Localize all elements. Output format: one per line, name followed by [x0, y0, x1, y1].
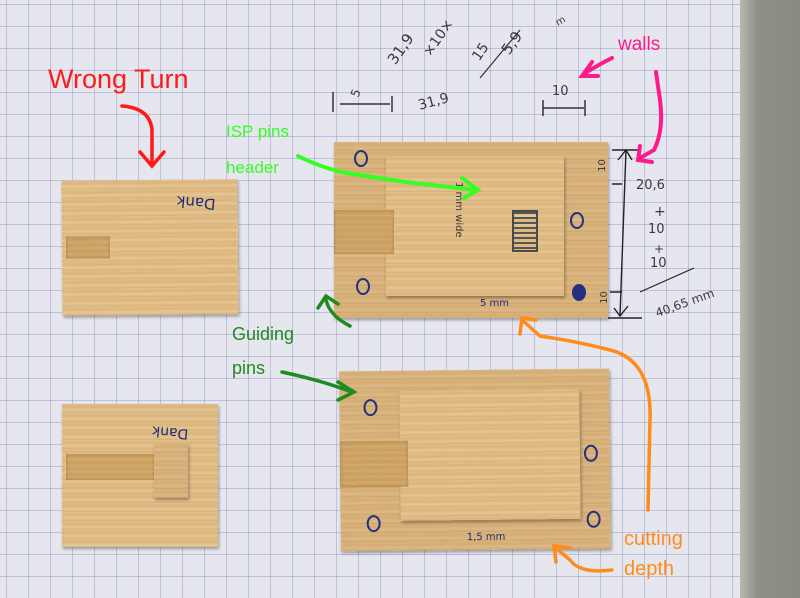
annotation-guiding-line1: Guiding — [232, 324, 295, 344]
height-term3: 10 — [650, 256, 667, 271]
annotation-isp-pins-line1: ISP pins — [226, 122, 290, 141]
wood-piece-wrong-turn-bottom: Dank — [62, 404, 218, 547]
pencil-note: 1 mm wide — [453, 182, 464, 238]
raised-block — [154, 444, 188, 498]
wood-board-bottom: 1,5 mm — [339, 368, 611, 552]
depth-label: 1,5 mm — [466, 531, 506, 544]
cut-channel — [334, 210, 394, 254]
cutout-plate — [399, 388, 581, 521]
paper-edge-background — [740, 0, 800, 598]
height-bottom-mark: 10 — [598, 291, 610, 304]
height-term2: 10 — [648, 222, 665, 237]
annotation-cutting-line2: depth — [624, 558, 675, 580]
guiding-pin-hole — [572, 284, 586, 301]
height-plus2: + — [654, 242, 665, 256]
guiding-pin-hole — [363, 399, 378, 417]
height-term1: 20,6 — [636, 178, 665, 193]
guiding-pin-hole — [366, 514, 381, 533]
handwritten-label: Dank — [175, 192, 217, 214]
guiding-pin-hole — [356, 278, 370, 295]
cut-slot — [66, 454, 156, 480]
dim-right: 10 — [552, 84, 569, 99]
height-plus1: + — [654, 204, 666, 220]
wood-board-top: 1 mm wide 5 mm — [334, 142, 608, 318]
annotation-guiding-line2: pins — [232, 358, 266, 378]
annotation-walls: walls — [618, 34, 661, 55]
guiding-pin-hole — [583, 444, 599, 462]
height-top-mark: 10 — [596, 159, 608, 172]
isp-header-outline — [512, 210, 538, 252]
depth-label: 5 mm — [480, 298, 510, 309]
handwritten-label: Dank — [151, 422, 189, 442]
annotation-cutting-line1: cutting — [624, 528, 683, 550]
annotation-isp-pins-line2: header — [226, 158, 279, 177]
cut-channel — [339, 440, 409, 488]
guiding-pin-hole — [586, 510, 601, 528]
annotation-wrong-turn: Wrong Turn — [48, 64, 189, 94]
guiding-pin-hole — [354, 150, 368, 167]
wood-piece-wrong-turn-top: Dank — [61, 179, 239, 316]
cut-slot — [65, 236, 111, 259]
guiding-pin-hole — [570, 212, 584, 229]
